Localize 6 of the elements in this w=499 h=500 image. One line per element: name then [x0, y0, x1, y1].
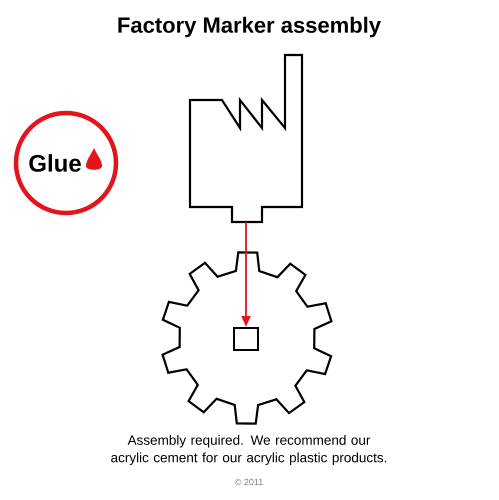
gear-outline	[161, 251, 333, 425]
factory-outline	[188, 54, 304, 224]
square-hole	[233, 327, 259, 351]
title: Factory Marker assembly	[118, 16, 381, 38]
caption: Assembly required. We recommend our acrylic cement for our acrylic plastic products.	[111, 434, 386, 466]
copyright-note: © 2011	[234, 478, 263, 486]
